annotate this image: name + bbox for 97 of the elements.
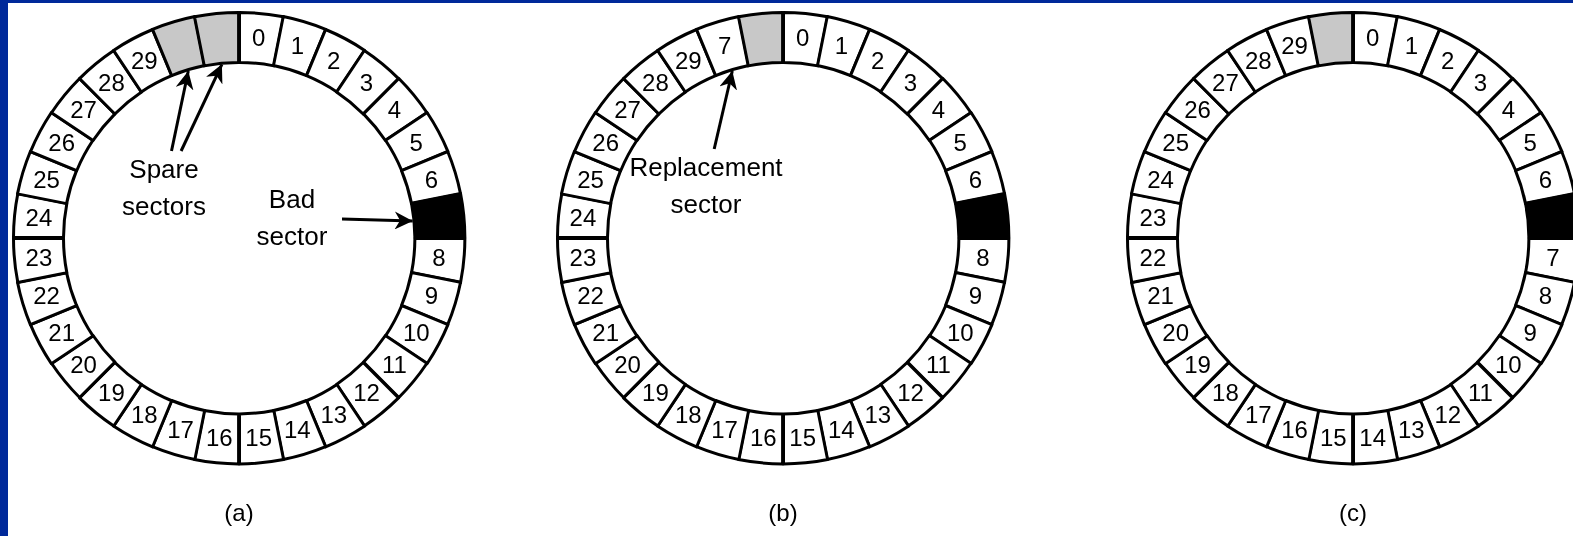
sector-number: 7 bbox=[1546, 245, 1560, 270]
sector-number: 21 bbox=[1147, 284, 1174, 309]
sector-number: 12 bbox=[353, 381, 380, 406]
sector-number: 4 bbox=[387, 98, 402, 123]
sector-number: 25 bbox=[577, 167, 604, 192]
sector-number: 23 bbox=[25, 245, 53, 270]
arrow bbox=[170, 70, 194, 152]
sector-number: 1 bbox=[290, 33, 304, 58]
sector-number: 0 bbox=[1366, 25, 1380, 50]
sector-number: 22 bbox=[33, 284, 60, 309]
panel-label: (a) bbox=[224, 499, 254, 527]
sector-number: 23 bbox=[1139, 206, 1167, 231]
sector-number: 27 bbox=[614, 98, 641, 123]
sector-number: 28 bbox=[98, 70, 125, 95]
sector-number: 2 bbox=[327, 48, 341, 73]
sector-number: 13 bbox=[320, 403, 348, 428]
sector-number: 15 bbox=[245, 426, 273, 450]
sector-number: 3 bbox=[903, 70, 918, 95]
sector-number: 29 bbox=[1281, 33, 1308, 58]
sector-number: 10 bbox=[1495, 353, 1522, 378]
sector-number: 3 bbox=[359, 70, 374, 95]
sector-number: 27 bbox=[1212, 70, 1239, 95]
sector-number: 29 bbox=[674, 48, 702, 73]
sector-number: 27 bbox=[70, 98, 97, 123]
sector-number: 20 bbox=[70, 353, 97, 378]
sector-number: 13 bbox=[1398, 418, 1425, 443]
sector-number: 5 bbox=[1523, 131, 1537, 156]
sector-number: 2 bbox=[871, 48, 885, 73]
sector-number: 21 bbox=[48, 320, 76, 345]
sector-number: 7 bbox=[717, 33, 732, 58]
sector-number: 1 bbox=[834, 33, 848, 58]
sector-number: 3 bbox=[1473, 70, 1488, 95]
sector-number: 25 bbox=[33, 167, 60, 192]
sector-number: 5 bbox=[409, 131, 423, 156]
sector-number: 20 bbox=[614, 353, 641, 378]
sector-number: 22 bbox=[1139, 245, 1167, 270]
arrow bbox=[179, 63, 224, 152]
callout-text: Spare sectors bbox=[105, 151, 223, 225]
sector-number: 9 bbox=[1523, 320, 1537, 345]
sector-number: 6 bbox=[1538, 167, 1552, 192]
sector-number: 17 bbox=[711, 418, 738, 443]
sector-number: 5 bbox=[953, 131, 967, 156]
sector-number: 11 bbox=[381, 353, 407, 378]
sector-number: 11 bbox=[1468, 381, 1493, 406]
sector-number: 12 bbox=[1434, 403, 1462, 428]
sector-number: 24 bbox=[569, 206, 597, 231]
sector-number: 17 bbox=[167, 418, 194, 443]
sector-number: 4 bbox=[1501, 98, 1516, 123]
panel-label: (c) bbox=[1339, 499, 1367, 527]
sector-number: 24 bbox=[1147, 167, 1174, 192]
sector-number: 19 bbox=[98, 381, 125, 406]
sector-number: 14 bbox=[1359, 426, 1387, 450]
sector-number: 8 bbox=[976, 245, 990, 270]
sector-number: 10 bbox=[402, 320, 430, 345]
sector-number: 19 bbox=[642, 381, 669, 406]
sector-number: 6 bbox=[968, 167, 982, 192]
sector-number: 6 bbox=[424, 167, 438, 192]
sector-number: 16 bbox=[205, 426, 233, 450]
sector-number: 28 bbox=[1244, 48, 1272, 73]
sector-number: 22 bbox=[577, 284, 604, 309]
sector-number: 10 bbox=[946, 320, 974, 345]
sector-number: 19 bbox=[1184, 353, 1211, 378]
sector-number: 12 bbox=[897, 381, 924, 406]
sector-number: 24 bbox=[25, 206, 53, 231]
sector-number: 26 bbox=[48, 131, 76, 156]
sector-number: 18 bbox=[674, 403, 702, 428]
sector-number: 13 bbox=[864, 403, 892, 428]
sector-number: 26 bbox=[1184, 98, 1211, 123]
sector-number: 17 bbox=[1244, 403, 1272, 428]
sector-number: 11 bbox=[925, 353, 951, 378]
arrow bbox=[341, 211, 413, 230]
panel-label: (b) bbox=[768, 499, 798, 527]
sector-number: 8 bbox=[432, 245, 446, 270]
callout-text: Bad sector bbox=[242, 181, 342, 255]
sector-number: 4 bbox=[931, 98, 946, 123]
sector-number: 23 bbox=[569, 245, 597, 270]
sector-number: 1 bbox=[1404, 33, 1418, 58]
sector-number: 15 bbox=[1319, 426, 1347, 450]
arrow bbox=[712, 70, 737, 150]
sector-number: 0 bbox=[796, 25, 810, 50]
sector-number: 2 bbox=[1441, 48, 1455, 73]
sector-number: 20 bbox=[1162, 320, 1190, 345]
sector-number: 28 bbox=[642, 70, 669, 95]
sector-number: 16 bbox=[749, 426, 777, 450]
sector-number: 21 bbox=[592, 320, 620, 345]
sector-number: 25 bbox=[1162, 131, 1190, 156]
sector-number: 0 bbox=[252, 25, 266, 50]
sector-number: 18 bbox=[130, 403, 158, 428]
sector-number: 14 bbox=[828, 418, 855, 443]
sector-number: 18 bbox=[1212, 381, 1239, 406]
sector-number: 8 bbox=[1538, 284, 1552, 309]
sector-number: 15 bbox=[789, 426, 817, 450]
sector-number: 9 bbox=[424, 284, 438, 309]
sector-number: 9 bbox=[968, 284, 982, 309]
sector-number: 16 bbox=[1281, 418, 1308, 443]
sector-number: 29 bbox=[130, 48, 158, 73]
sector-number: 14 bbox=[284, 418, 311, 443]
